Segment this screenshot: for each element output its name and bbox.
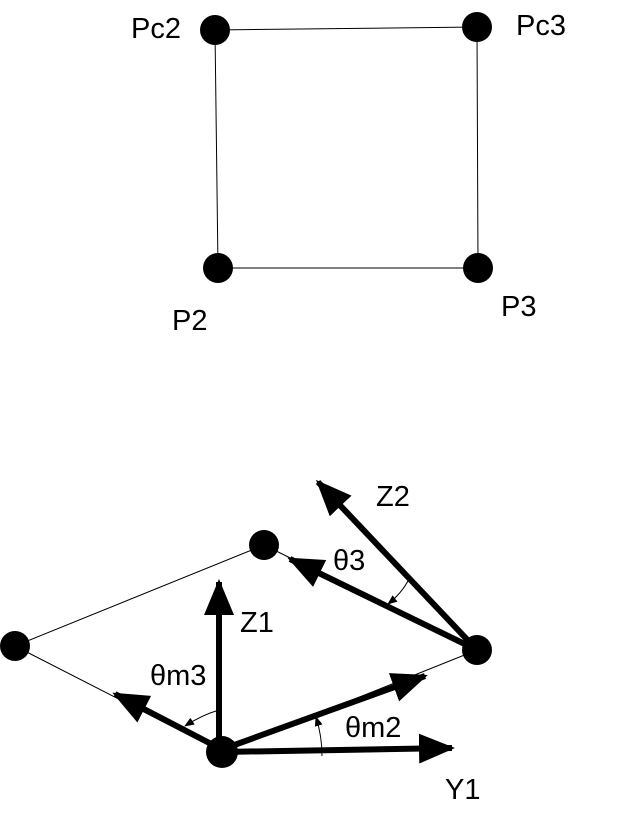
label-pc2: Pc2 (131, 13, 181, 45)
angle-arc-theta-m2 (314, 716, 323, 757)
label-theta-m3: θm3 (150, 660, 206, 692)
label-theta3: θ3 (333, 545, 365, 577)
angle-arc-theta-m3 (184, 709, 220, 727)
bottom-frame-figure: Z2 θ3 Z1 θm3 θm2 Y1 (0, 479, 492, 806)
point-origin (206, 736, 238, 768)
edge-p2-pc2 (214, 29, 219, 269)
point-top (249, 530, 279, 560)
link-m2-arrow (224, 673, 428, 751)
angle-arc-theta3 (387, 578, 410, 605)
point-left (0, 631, 30, 661)
label-z2: Z2 (376, 481, 410, 513)
label-y1: Y1 (445, 774, 480, 806)
link-m3-arrow (112, 691, 221, 751)
axis-y1-arrow (221, 733, 455, 764)
label-z1: Z1 (240, 607, 274, 639)
axis-z2-arrow (315, 479, 480, 653)
label-p2: P2 (172, 305, 207, 337)
link-3-arrow (287, 556, 479, 653)
edge-left-top (14, 544, 265, 647)
point-pc2 (200, 15, 230, 45)
point-p2 (203, 253, 233, 283)
edge-pc2-pc3 (214, 26, 478, 31)
label-theta-m2: θm2 (345, 712, 401, 744)
point-pc3 (462, 12, 492, 42)
point-right (462, 635, 492, 665)
point-p3 (463, 253, 493, 283)
top-rectangle-figure: Pc2 Pc3 P2 P3 (131, 10, 566, 337)
label-p3: P3 (501, 291, 536, 323)
edge-pc3-p3 (476, 26, 479, 269)
label-pc3: Pc3 (516, 10, 566, 42)
